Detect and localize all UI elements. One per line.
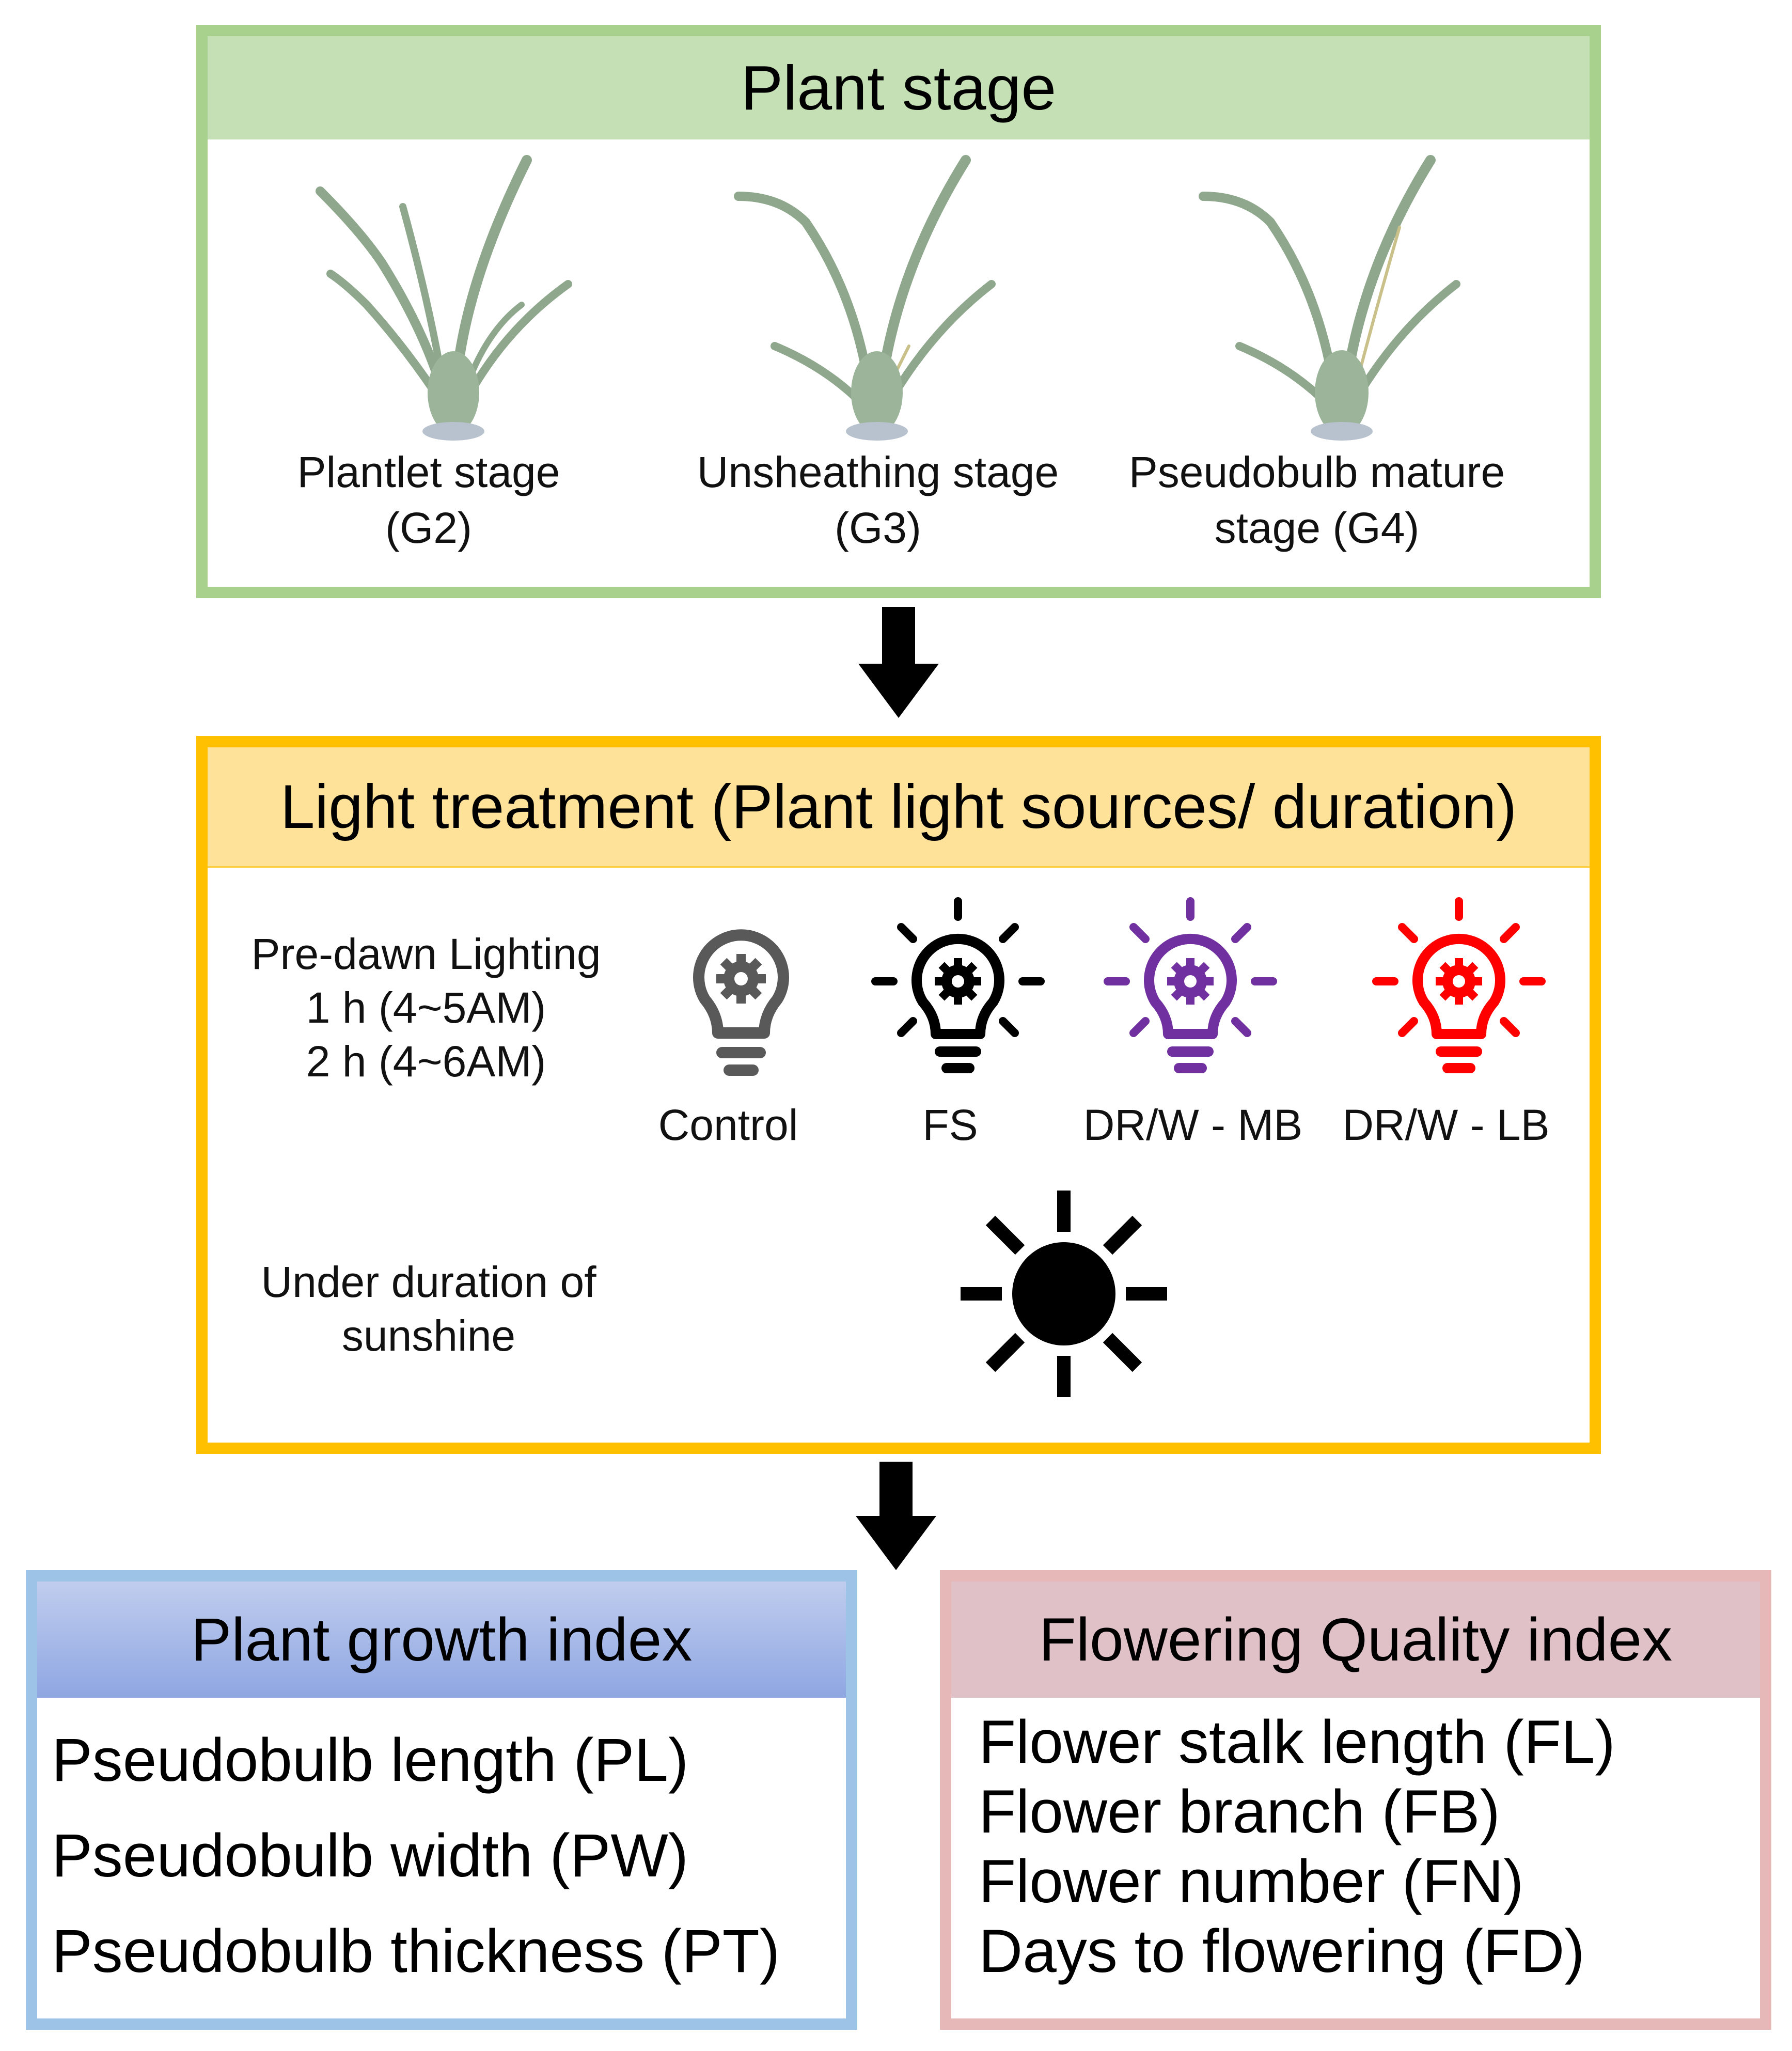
stage-label-g4: Pseudobulb mature stage (G4) <box>1128 448 1505 552</box>
drw-lb-bulb-icon <box>1372 897 1546 1073</box>
plant-growth-index-title: Plant growth index <box>37 1582 846 1698</box>
sunshine-duration-label: Under duration of sunshine <box>261 1258 596 1360</box>
drw-lb-label: DR/W - LB <box>1342 1101 1550 1149</box>
down-arrow-icon <box>856 1462 936 1570</box>
plantlet-plant-icon <box>316 155 572 441</box>
plant-stage-title: Plant stage <box>208 36 1590 139</box>
sun-icon <box>961 1191 1167 1397</box>
fs-label: FS <box>922 1101 978 1149</box>
plant-growth-index-panel: Plant growth index <box>26 1570 857 2030</box>
growth-index-item: Pseudobulb thickness (PT) <box>52 1917 780 1985</box>
stage-label-g2: Plantlet stage (G2) <box>297 448 560 552</box>
predawn-lighting-label: Pre-dawn Lighting 1 h (4~5AM) 2 h (4~6AM… <box>251 930 601 1086</box>
mature-plant-icon <box>1199 155 1460 441</box>
drw-mb-bulb-icon <box>1104 897 1277 1073</box>
light-treatment-panel: Light treatment (Plant light sources/ du… <box>196 736 1601 1454</box>
light-treatment-title: Light treatment (Plant light sources/ du… <box>208 747 1590 868</box>
flowering-index-item: Flower number (FN) <box>979 1848 1524 1916</box>
growth-index-item: Pseudobulb width (PW) <box>52 1822 689 1890</box>
control-bulb-icon <box>693 929 789 1076</box>
flowering-index-item: Flower stalk length (FL) <box>979 1708 1615 1776</box>
growth-index-item: Pseudobulb length (PL) <box>52 1726 689 1794</box>
down-arrow-icon <box>858 607 939 718</box>
flowering-index-item: Flower branch (FB) <box>979 1778 1500 1846</box>
stage-label-g3: Unsheathing stage (G3) <box>697 448 1059 552</box>
fs-bulb-icon <box>871 897 1045 1073</box>
flowering-quality-index-title: Flowering Quality index <box>951 1582 1760 1698</box>
flowering-quality-index-panel: Flowering Quality index <box>940 1570 1771 2030</box>
control-label: Control <box>658 1101 798 1149</box>
flowering-index-item: Days to flowering (FD) <box>979 1917 1585 1985</box>
drw-mb-label: DR/W - MB <box>1083 1101 1303 1149</box>
unsheathing-plant-icon <box>734 155 996 441</box>
